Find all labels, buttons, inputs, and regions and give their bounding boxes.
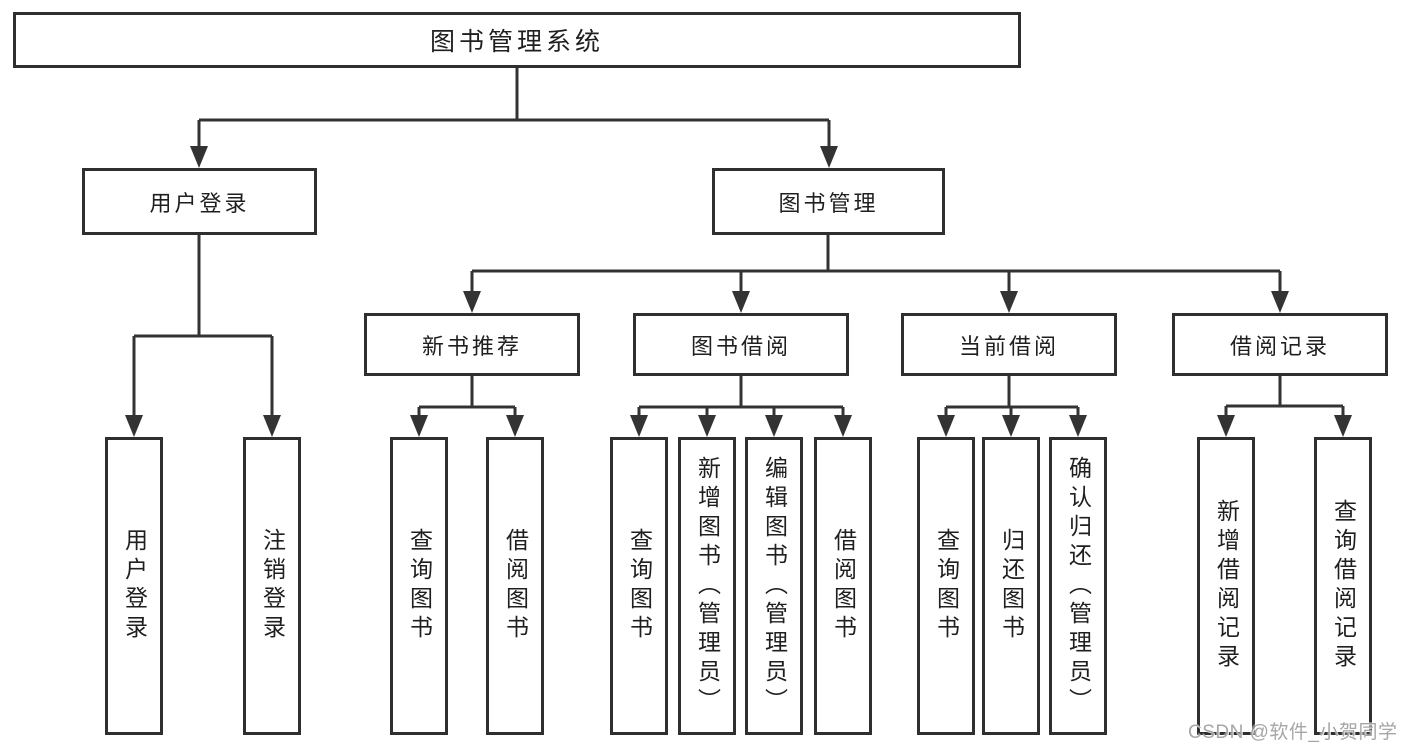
leaf-borrowing-add-books-admin-label: 新增图书（管理员） xyxy=(694,455,721,717)
leaf-records-query-borrow-record-label: 查询借阅记录 xyxy=(1330,499,1357,673)
csdn-watermark: CSDN @软件_小贺同学 xyxy=(1188,722,1398,743)
leaf-records-add-borrow-record-label: 新增借阅记录 xyxy=(1213,499,1240,673)
leaf-user-login-label: 用户登录 xyxy=(121,528,148,644)
leaf-borrowing-borrow-books-label: 借阅图书 xyxy=(830,528,857,644)
node-current-borrowing: 当前借阅 xyxy=(901,313,1117,376)
leaf-newbooks-borrow-books-label: 借阅图书 xyxy=(502,528,529,644)
node-user-login-branch: 用户登录 xyxy=(82,168,317,235)
node-book-borrowing: 图书借阅 xyxy=(633,313,849,376)
node-root-library-system: 图书管理系统 xyxy=(13,12,1021,68)
leaf-borrowing-query-books-label: 查询图书 xyxy=(626,528,653,644)
leaf-newbooks-borrow-books: 借阅图书 xyxy=(486,437,544,735)
leaf-current-query-books: 查询图书 xyxy=(917,437,975,735)
node-new-book-recommendation: 新书推荐 xyxy=(364,313,580,376)
leaf-current-query-books-label: 查询图书 xyxy=(933,528,960,644)
leaf-current-confirm-return-admin-label: 确认归还（管理员） xyxy=(1065,455,1092,717)
node-borrowing-records: 借阅记录 xyxy=(1172,313,1388,376)
leaf-newbooks-query-books-label: 查询图书 xyxy=(406,528,433,644)
leaf-current-return-books: 归还图书 xyxy=(982,437,1040,735)
node-book-management-branch: 图书管理 xyxy=(712,168,945,235)
leaf-newbooks-query-books: 查询图书 xyxy=(390,437,448,735)
leaf-borrowing-edit-books-admin: 编辑图书（管理员） xyxy=(745,437,803,735)
leaf-borrowing-edit-books-admin-label: 编辑图书（管理员） xyxy=(761,455,788,717)
leaf-borrowing-borrow-books: 借阅图书 xyxy=(814,437,872,735)
leaf-records-add-borrow-record: 新增借阅记录 xyxy=(1197,437,1255,735)
leaf-current-confirm-return-admin: 确认归还（管理员） xyxy=(1049,437,1107,735)
leaf-current-return-books-label: 归还图书 xyxy=(998,528,1025,644)
leaf-logout-label: 注销登录 xyxy=(259,528,286,644)
leaf-logout: 注销登录 xyxy=(243,437,301,735)
leaf-borrowing-add-books-admin: 新增图书（管理员） xyxy=(678,437,736,735)
leaf-user-login: 用户登录 xyxy=(105,437,163,735)
leaf-records-query-borrow-record: 查询借阅记录 xyxy=(1314,437,1372,735)
leaf-borrowing-query-books: 查询图书 xyxy=(610,437,668,735)
